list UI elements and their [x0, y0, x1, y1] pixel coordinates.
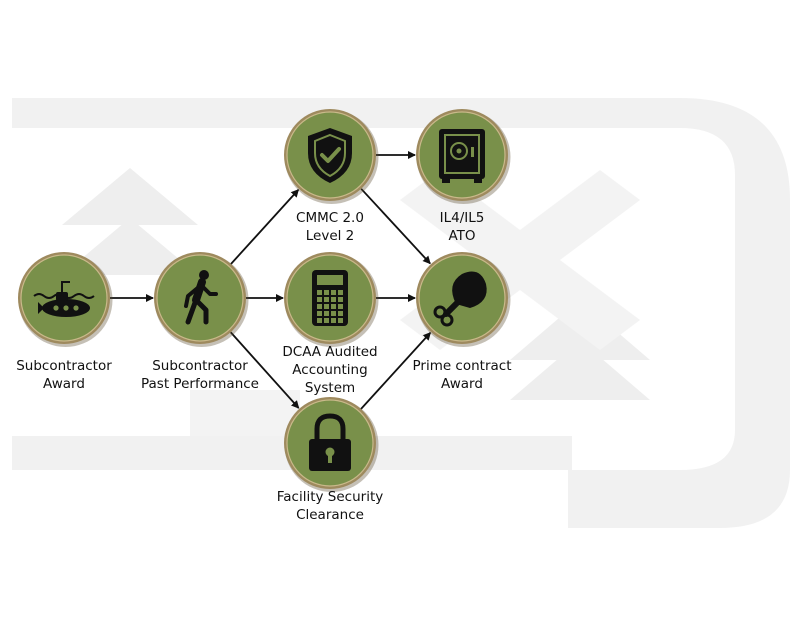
edges	[110, 151, 432, 410]
node-dcaa	[284, 252, 379, 347]
label-line: ATO	[448, 228, 476, 244]
node-prime-award	[416, 252, 511, 347]
safe-icon	[439, 129, 485, 183]
arrow-cmmc-to-prime_award	[360, 188, 431, 265]
padlock-icon	[309, 413, 351, 471]
drumstick-icon	[433, 271, 487, 327]
node-cmmc	[284, 109, 379, 204]
node-facility-clearance	[284, 397, 379, 492]
label-line: System	[304, 380, 356, 396]
label-line: Subcontractor	[16, 358, 112, 374]
label-line: Past Performance	[141, 376, 259, 392]
arrow-past_performance-to-facility_clearance	[230, 331, 300, 409]
nodes	[18, 109, 511, 492]
label-line: Prime contract	[412, 358, 512, 374]
label-line: IL4/IL5	[439, 210, 485, 226]
background-watermark	[12, 98, 790, 528]
label-line: Accounting	[292, 362, 368, 378]
label-line: Award	[441, 376, 483, 392]
node-il4-il5	[416, 109, 511, 204]
calculator-icon	[312, 270, 348, 326]
label-line: Clearance	[296, 507, 364, 523]
label-line: CMMC 2.0	[296, 210, 364, 226]
submarine-icon	[33, 281, 95, 317]
label-line: DCAA Audited	[282, 344, 378, 360]
node-past-performance	[154, 252, 249, 347]
label-line: Facility Security	[276, 489, 384, 505]
arrow-past_performance-to-cmmc	[230, 189, 300, 265]
label-line: Award	[43, 376, 85, 392]
node-subcontractor-award	[18, 252, 113, 347]
label-line: Subcontractor	[152, 358, 248, 374]
shield-check-icon	[308, 128, 352, 183]
label-line: Level 2	[305, 228, 355, 244]
arrow-facility_clearance-to-prime_award	[360, 332, 432, 410]
walking-person-icon	[184, 270, 218, 325]
